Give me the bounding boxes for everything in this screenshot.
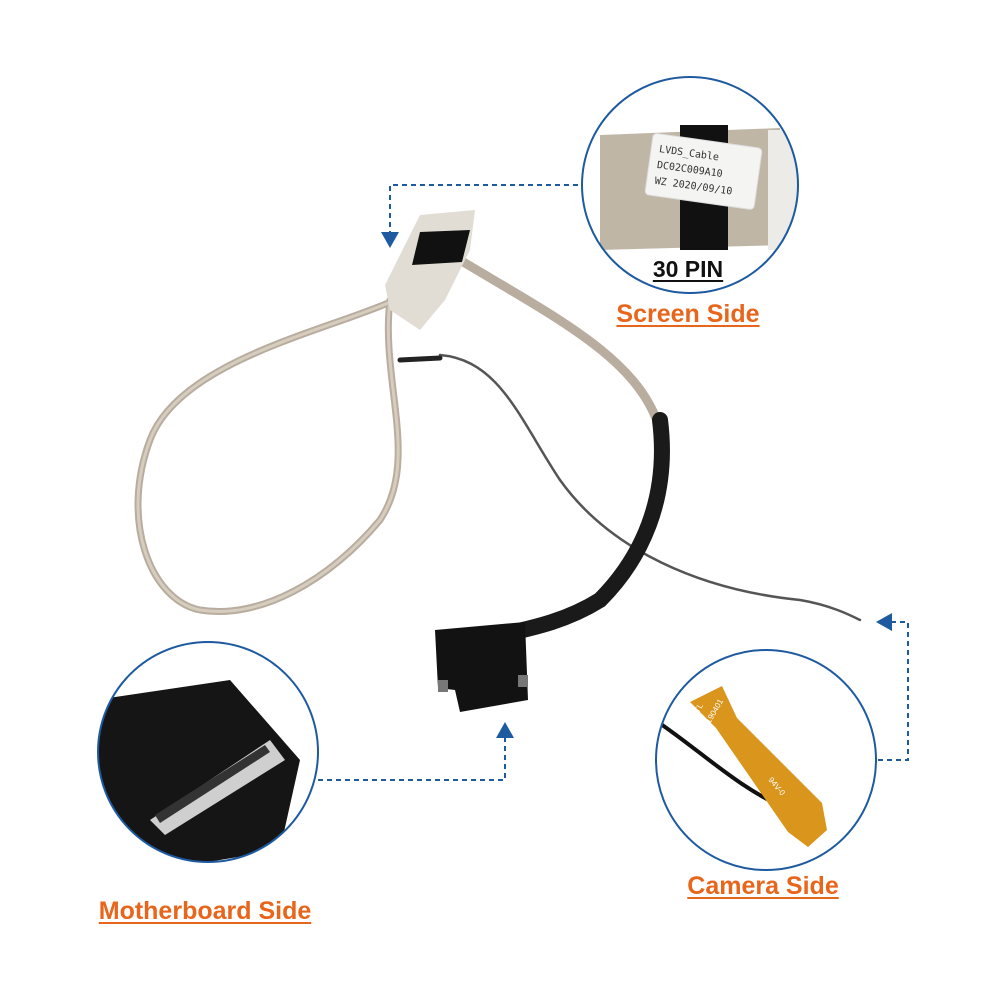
motherboard-connector <box>435 622 528 712</box>
screen-connector <box>385 210 475 330</box>
arrow-down-icon <box>381 232 399 248</box>
camera-side-detail: XTL 190401 94V-0 <box>655 649 877 871</box>
camera-side-label: Camera Side <box>687 872 839 900</box>
screen-side-detail: LVDS_Cable DC02C009A10 WZ 2020/09/10 <box>581 76 799 294</box>
dashed-pointers <box>318 184 909 781</box>
pin-count-label: 30 PIN <box>652 256 724 282</box>
arrow-left-icon <box>876 613 892 631</box>
motherboard-side-label: Motherboard Side <box>98 897 312 925</box>
screen-side-label: Screen Side <box>616 300 760 328</box>
arrow-up-icon <box>496 722 514 738</box>
motherboard-side-detail <box>97 641 319 863</box>
